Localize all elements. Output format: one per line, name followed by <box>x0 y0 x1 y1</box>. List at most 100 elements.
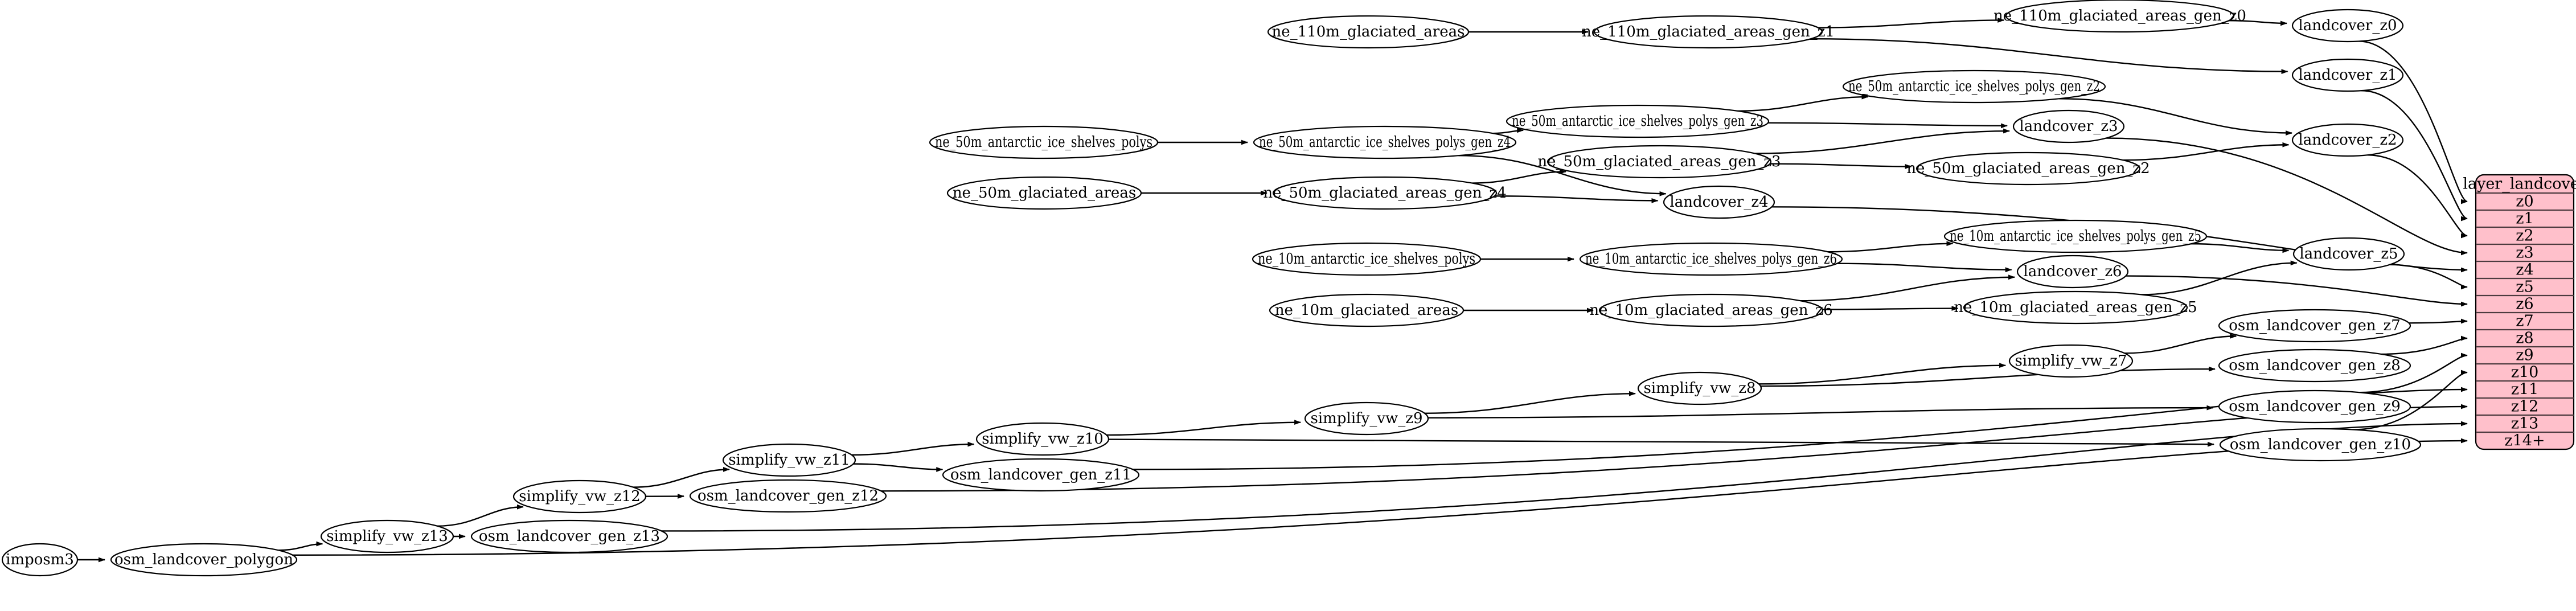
edge-simplify_vw_z13-to-simplify_vw_z12 <box>437 504 524 527</box>
node-ne_50m_glaciated_areas_gen_z4[interactable]: ne_50m_glaciated_areas_gen_z4 <box>1263 176 1507 210</box>
node-osm_landcover_polygon[interactable]: osm_landcover_polygon <box>110 543 298 577</box>
node-ne_10m_antarctic_ice_shelves_polys_gen_z5[interactable]: ne_10m_antarctic_ice_shelves_polys_gen_z… <box>1943 219 2208 253</box>
edge-simplify_vw_z9-to-simplify_vw_z8 <box>1424 391 1636 414</box>
node-landcover_z2[interactable]: landcover_z2 <box>2291 123 2404 157</box>
node-osm_landcover_gen_z7[interactable]: osm_landcover_gen_z7 <box>2218 309 2411 343</box>
edge-ne_110m_glaciated_areas_gen_z0-to-landcover_z0 <box>2229 19 2288 26</box>
edge-landcover_z0-to-layer_landcover-z0 <box>2358 40 2468 204</box>
node-osm_landcover_gen_z12[interactable]: osm_landcover_gen_z12 <box>689 479 887 513</box>
table-row-z14+[interactable]: z14+ <box>2504 432 2545 450</box>
node-shape <box>2008 344 2134 378</box>
table-row-z1[interactable]: z1 <box>2516 210 2533 228</box>
table-row-z2[interactable]: z2 <box>2516 227 2533 245</box>
node-shape <box>975 422 1110 456</box>
edges-layer <box>77 18 2468 563</box>
node-shape <box>1637 371 1762 405</box>
table-row-z13[interactable]: z13 <box>2511 415 2539 433</box>
edge-ne_50m_antarctic_ice_shelves_polys_gen_z3-to-ne_50m_antarctic_ice_shelves_polys_gen_z2 <box>1737 94 1869 112</box>
table-row-z12[interactable]: z12 <box>2511 398 2539 416</box>
edge-landcover_z5-to-layer_landcover-z5 <box>2389 264 2468 290</box>
node-shape <box>2218 389 2411 424</box>
node-shape <box>2016 255 2129 289</box>
node-landcover_z1[interactable]: landcover_z1 <box>2291 58 2404 92</box>
node-shape <box>2292 237 2405 271</box>
node-simplify_vw_z10[interactable]: simplify_vw_z10 <box>975 422 1110 456</box>
table-node-layer-landcover[interactable]: layer_landcoverz0z1z2z3z4z5z6z7z8z9z10z1… <box>2463 174 2576 450</box>
node-osm_landcover_gen_z13[interactable]: osm_landcover_gen_z13 <box>470 519 668 553</box>
edge-landcover_z6-to-layer_landcover-z6 <box>2126 275 2468 307</box>
node-shape <box>1943 219 2208 253</box>
table-row-z0[interactable]: z0 <box>2516 193 2533 211</box>
node-shape <box>1506 104 1770 138</box>
node-landcover_z6[interactable]: landcover_z6 <box>2016 255 2129 289</box>
node-shape <box>320 519 454 553</box>
edge-osm_landcover_gen_z9-to-layer_landcover-z9 <box>2358 352 2468 393</box>
edge-osm_landcover_gen_z10-to-layer_landcover-z10 <box>2352 370 2468 430</box>
edge-ne_110m_glaciated_areas_gen_z1-to-ne_110m_glaciated_areas_gen_z0 <box>1818 18 2005 28</box>
node-ne_10m_antarctic_ice_shelves_polys_gen_z6[interactable]: ne_10m_antarctic_ice_shelves_polys_gen_z… <box>1579 242 1843 276</box>
node-simplify_vw_z7[interactable]: simplify_vw_z7 <box>2008 344 2134 378</box>
node-ne_10m_glaciated_areas_gen_z5[interactable]: ne_10m_glaciated_areas_gen_z5 <box>1954 290 2197 325</box>
node-ne_50m_antarctic_ice_shelves_polys_gen_z4[interactable]: ne_50m_antarctic_ice_shelves_polys_gen_z… <box>1253 125 1517 159</box>
edge-ne_10m_glaciated_areas_gen_z6-to-ne_10m_glaciated_areas_gen_z5 <box>1822 306 1959 311</box>
edge-simplify_vw_z11-to-osm_landcover_gen_z11 <box>853 463 944 472</box>
node-shape <box>1663 185 1775 219</box>
table-row-z9[interactable]: z9 <box>2516 347 2533 364</box>
table-row-z8[interactable]: z8 <box>2516 330 2533 347</box>
node-simplify_vw_z8[interactable]: simplify_vw_z8 <box>1637 371 1762 405</box>
node-shape <box>1252 242 1482 276</box>
node-imposm3[interactable]: imposm3 <box>1 543 79 577</box>
node-simplify_vw_z12[interactable]: simplify_vw_z12 <box>512 479 647 514</box>
node-ne_110m_glaciated_areas_gen_z0[interactable]: ne_110m_glaciated_areas_gen_z0 <box>1993 0 2246 33</box>
node-ne_10m_glaciated_areas_gen_z6[interactable]: ne_10m_glaciated_areas_gen_z6 <box>1589 293 1833 327</box>
node-ne_50m_glaciated_areas_gen_z3[interactable]: ne_50m_glaciated_areas_gen_z3 <box>1537 145 1781 179</box>
table-row-z10[interactable]: z10 <box>2511 364 2539 382</box>
node-shape <box>1253 125 1517 159</box>
node-ne_10m_glaciated_areas[interactable]: ne_10m_glaciated_areas <box>1269 293 1465 327</box>
table-row-z5[interactable]: z5 <box>2516 278 2533 296</box>
edge-ne_10m_antarctic_ice_shelves_polys_gen_z6-to-ne_10m_antarctic_ice_shelves_polys_gen_z5 <box>1827 241 1954 253</box>
node-ne_10m_antarctic_ice_shelves_polys[interactable]: ne_10m_antarctic_ice_shelves_polys <box>1252 242 1482 276</box>
node-ne_50m_glaciated_areas_gen_z2[interactable]: ne_50m_glaciated_areas_gen_z2 <box>1906 151 2150 186</box>
node-shape <box>722 443 856 477</box>
node-shape <box>1579 242 1843 276</box>
node-ne_50m_antarctic_ice_shelves_polys_gen_z2[interactable]: ne_50m_antarctic_ice_shelves_polys_gen_z… <box>1842 69 2106 104</box>
node-shape <box>2291 123 2404 157</box>
node-landcover_z3[interactable]: landcover_z3 <box>2012 109 2125 143</box>
node-ne_50m_antarctic_ice_shelves_polys_gen_z3[interactable]: ne_50m_antarctic_ice_shelves_polys_gen_z… <box>1506 104 1770 138</box>
edge-osm_landcover_gen_z8-to-layer_landcover-z8 <box>2381 335 2468 355</box>
edge-landcover_z3-to-layer_landcover-z3 <box>2106 137 2468 256</box>
table-row-z6[interactable]: z6 <box>2516 296 2533 313</box>
edge-simplify_vw_z8-to-osm_landcover_gen_z8 <box>1760 366 2216 387</box>
table-row-z7[interactable]: z7 <box>2516 313 2533 330</box>
node-ne_110m_glaciated_areas_gen_z1[interactable]: ne_110m_glaciated_areas_gen_z1 <box>1582 15 1835 49</box>
node-osm_landcover_gen_z9[interactable]: osm_landcover_gen_z9 <box>2218 389 2411 424</box>
node-shape <box>1267 15 1470 49</box>
node-landcover_z0[interactable]: landcover_z0 <box>2291 9 2404 43</box>
table-row-z4[interactable]: z4 <box>2516 261 2533 279</box>
node-ne_50m_glaciated_areas[interactable]: ne_50m_glaciated_areas <box>946 176 1142 210</box>
node-ne_110m_glaciated_areas[interactable]: ne_110m_glaciated_areas <box>1267 15 1470 49</box>
edge-ne_10m_glaciated_areas_gen_z5-to-landcover_z5 <box>2141 260 2298 296</box>
node-osm_landcover_gen_z11[interactable]: osm_landcover_gen_z11 <box>942 458 1140 492</box>
node-landcover_z4[interactable]: landcover_z4 <box>1663 185 1775 219</box>
edge-simplify_vw_z12-to-simplify_vw_z11 <box>633 466 730 488</box>
edge-osm_landcover_polygon-to-simplify_vw_z13 <box>278 541 323 551</box>
node-shape <box>470 519 668 553</box>
node-ne_50m_antarctic_ice_shelves_polys[interactable]: ne_50m_antarctic_ice_shelves_polys <box>929 125 1159 159</box>
node-simplify_vw_z13[interactable]: simplify_vw_z13 <box>320 519 454 553</box>
table-row-z11[interactable]: z11 <box>2511 381 2539 399</box>
node-shape <box>1272 176 1498 210</box>
node-osm_landcover_gen_z8[interactable]: osm_landcover_gen_z8 <box>2218 348 2411 383</box>
node-shape <box>1842 69 2106 104</box>
node-simplify_vw_z9[interactable]: simplify_vw_z9 <box>1304 401 1429 436</box>
node-shape <box>1269 293 1465 327</box>
node-landcover_z5[interactable]: landcover_z5 <box>2292 237 2405 271</box>
table-row-z3[interactable]: z3 <box>2516 244 2533 262</box>
edge-osm_landcover_gen_z7-to-layer_landcover-z7 <box>2409 318 2468 324</box>
node-simplify_vw_z11[interactable]: simplify_vw_z11 <box>722 443 856 477</box>
node-osm_landcover_gen_z10[interactable]: osm_landcover_gen_z10 <box>2219 428 2422 462</box>
edge-simplify_vw_z7-to-osm_landcover_gen_z7 <box>2124 333 2237 354</box>
node-shape <box>942 458 1140 492</box>
